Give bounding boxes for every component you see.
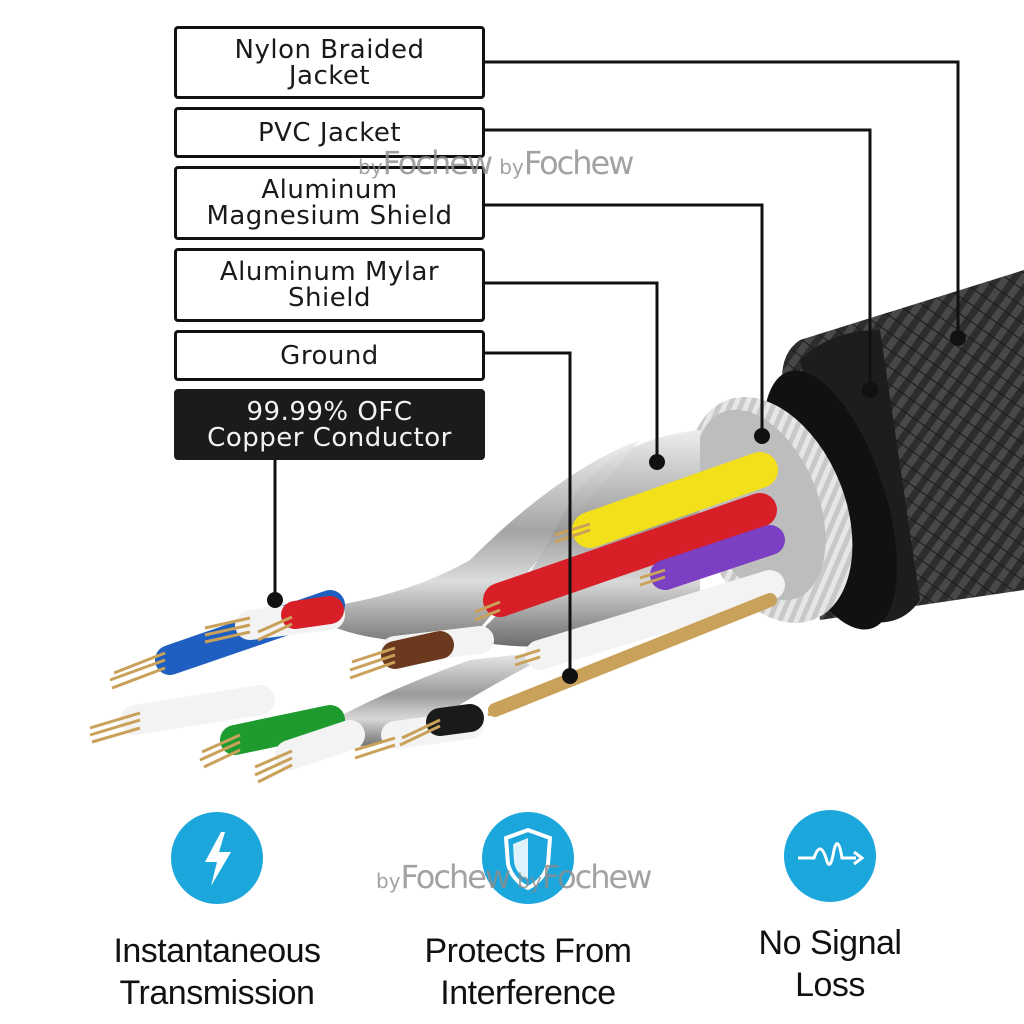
- label-ground: Ground: [174, 330, 485, 381]
- label-nylon-braided-jacket: Nylon Braided Jacket: [174, 26, 485, 99]
- label-aluminum-mylar-shield: Aluminum Mylar Shield: [174, 248, 485, 322]
- watermark-top: byFochew byFochew: [358, 144, 634, 182]
- lightning-bolt-icon: [171, 812, 263, 904]
- label-text: Aluminum Magnesium Shield: [206, 175, 453, 231]
- feature-instantaneous-transmission: Instantaneous Transmission: [87, 812, 347, 1014]
- feature-title: Protects From Interference: [424, 932, 632, 1012]
- feature-protects-from-interference: Protects From Interference: [398, 812, 658, 1014]
- watermark-bottom: byFochew byFochew: [376, 858, 652, 896]
- feature-title: Instantaneous Transmission: [113, 932, 321, 1012]
- cable-illustration: [89, 60, 1024, 784]
- label-text: Nylon Braided Jacket: [234, 34, 425, 91]
- label-ofc-copper-conductor: 99.99% OFC Copper Conductor: [174, 389, 485, 460]
- label-aluminum-magnesium-shield: Aluminum Magnesium Shield: [174, 166, 485, 240]
- shield-icon: [482, 812, 574, 904]
- label-pvc-jacket: PVC Jacket: [174, 107, 485, 158]
- label-text: Ground: [280, 340, 379, 371]
- label-text: 99.99% OFC Copper Conductor: [207, 396, 452, 453]
- label-text: Aluminum Mylar Shield: [219, 257, 440, 313]
- signal-wave-icon: [784, 810, 876, 902]
- feature-title: No Signal Loss: [758, 924, 902, 1004]
- feature-no-signal-loss: No Signal Loss: [700, 810, 960, 1006]
- label-text: PVC Jacket: [257, 117, 402, 148]
